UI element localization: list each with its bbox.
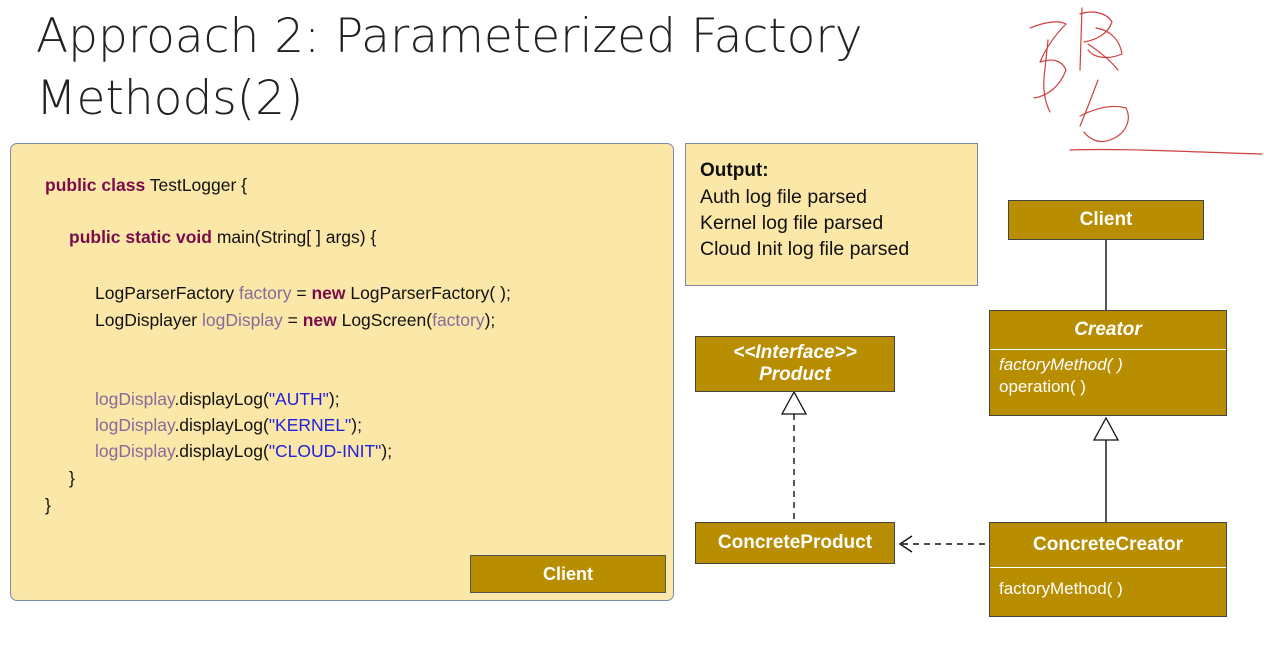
- uml-client-box: Client: [1008, 200, 1204, 240]
- factory-creation-line: LogParserFactory factory = new LogParser…: [95, 283, 511, 303]
- uml-creator-label: Creator: [1074, 319, 1142, 340]
- dependency-arrowhead: [898, 535, 913, 553]
- code-client-tag: Client: [470, 555, 666, 593]
- inheritance-arrow-creator: [1092, 416, 1120, 441]
- uml-product-stereotype: <<Interface>>: [733, 342, 857, 363]
- output-line-cloud-init: Cloud Init log file parsed: [700, 238, 910, 260]
- ink-annotation: [1029, 7, 1263, 155]
- uml-creator-factory-method: factoryMethod( ): [999, 355, 1123, 374]
- uml-concrete-creator-label: ConcreteCreator: [1033, 534, 1183, 555]
- uml-concrete-creator-method: factoryMethod( ): [990, 567, 1226, 604]
- main-declaration: public static void main(String[ ] args) …: [69, 227, 377, 247]
- close-brace-main: }: [69, 468, 75, 488]
- output-box: Output: Auth log file parsed Kernel log …: [685, 143, 978, 286]
- output-line-auth: Auth log file parsed: [700, 186, 867, 208]
- uml-concrete-product-box: ConcreteProduct: [695, 522, 895, 564]
- displayer-creation-line: LogDisplayer logDisplay = new LogScreen(…: [95, 310, 496, 330]
- slide-title: Approach 2: Parameterized Factory Method…: [36, 9, 863, 126]
- display-call-cloud-init: logDisplay.displayLog("CLOUD-INIT");: [95, 441, 393, 461]
- close-brace-class: }: [45, 495, 51, 515]
- output-line-kernel: Kernel log file parsed: [700, 212, 884, 234]
- uml-product-header: <<Interface>> Product: [696, 337, 894, 391]
- uml-creator-methods: factoryMethod( ) operation( ): [990, 349, 1226, 402]
- uml-product-box: <<Interface>> Product: [695, 336, 895, 392]
- uml-creator-operation: operation( ): [999, 377, 1086, 396]
- uml-client-label: Client: [1079, 209, 1133, 230]
- display-call-auth: logDisplay.displayLog("AUTH");: [95, 389, 340, 409]
- uml-product-label: Product: [759, 364, 831, 385]
- uml-concrete-creator-box: ConcreteCreator factoryMethod( ): [989, 522, 1227, 617]
- class-declaration: public class TestLogger {: [45, 175, 248, 195]
- uml-concrete-product-label: ConcreteProduct: [717, 532, 873, 553]
- display-call-kernel: logDisplay.displayLog("KERNEL");: [95, 415, 362, 435]
- realization-arrow-product: [780, 390, 808, 415]
- output-heading: Output:: [700, 160, 769, 181]
- code-panel: public class TestLogger { public static …: [10, 143, 674, 601]
- uml-creator-box: Creator factoryMethod( ) operation( ): [989, 310, 1227, 416]
